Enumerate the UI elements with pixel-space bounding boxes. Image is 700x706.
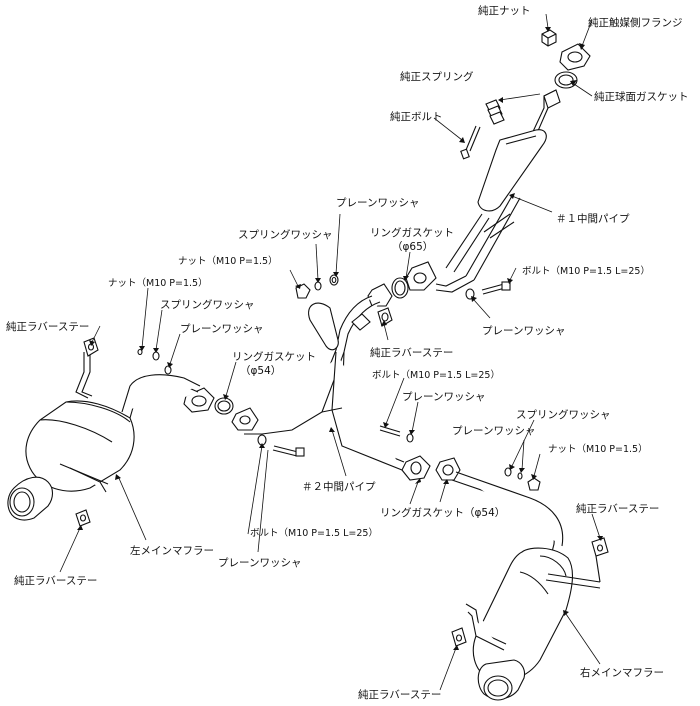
label-oem-rubber-stay-center: 純正ラバーステー <box>370 346 453 359</box>
mid-pipe-2-part <box>244 283 405 471</box>
right-bolt-set <box>465 281 511 300</box>
label-nut-m10-left: ナット（M10 P=1.5） <box>108 277 208 289</box>
label-bolt-m10-center: ボルト（M10 P=1.5 L=25） <box>372 369 500 381</box>
oem-ball-gasket-part <box>554 71 578 89</box>
label-spring-washer-right: スプリングワッシャ <box>516 408 611 421</box>
ring-gasket-65-part <box>391 277 409 299</box>
label-mid-pipe-2: ＃２中間パイプ <box>302 480 376 493</box>
label-oem-rubber-stay-left-top: 純正ラバーステー <box>6 320 89 333</box>
label-nut-m10-top: ナット（M10 P=1.5） <box>178 255 278 267</box>
right-flange-set <box>379 425 541 491</box>
label-phi-54-left: （φ54） <box>240 365 281 377</box>
label-ring-gasket-54-right: リングガスケット（φ54） <box>380 506 505 519</box>
label-oem-rubber-stay-right-bottom: 純正ラバーステー <box>358 688 441 701</box>
label-spring-washer-left: スプリングワッシャ <box>160 298 255 311</box>
left-main-muffler-part <box>7 374 201 521</box>
label-oem-ball-gasket: 純正球面ガスケット <box>594 90 689 103</box>
label-bolt-m10-bottom: ボルト（M10 P=1.5 L=25） <box>250 527 378 539</box>
label-ring-gasket-65: リングガスケット <box>370 226 454 239</box>
oem-nut-part <box>541 29 557 47</box>
label-spring-washer-top: スプリングワッシャ <box>238 228 333 241</box>
label-ring-gasket-54-left: リングガスケット <box>232 350 316 363</box>
label-oem-rubber-stay-right-top: 純正ラバーステー <box>576 502 659 515</box>
label-oem-nut: 純正ナット <box>478 4 531 17</box>
label-oem-bolt: 純正ボルト <box>390 110 443 123</box>
label-mid-pipe-1: ＃１中間パイプ <box>556 212 630 225</box>
label-plain-washer-top: プレーンワッシャ <box>336 197 419 209</box>
label-plain-washer-right: プレーンワッシャ <box>482 325 565 337</box>
right-muffler-hangers <box>451 537 609 647</box>
label-bolt-m10-right: ボルト（M10 P=1.5 L=25） <box>522 265 650 277</box>
label-oem-cat-flange: 純正触媒側フランジ <box>588 16 683 29</box>
center-bolt-set <box>257 434 305 457</box>
top-fastener-set <box>295 274 339 299</box>
oem-cat-flange-part <box>559 43 591 71</box>
label-oem-rubber-stay-left-bottom: 純正ラバーステー <box>14 574 97 587</box>
label-phi-65: （φ65） <box>392 241 433 253</box>
label-left-main-muffler: 左メインマフラー <box>130 544 214 557</box>
label-nut-m10-right: ナット（M10 P=1.5） <box>548 443 648 455</box>
label-plain-washer-left: プレーンワッシャ <box>180 323 263 335</box>
label-plain-washer-right2: プレーンワッシャ <box>452 425 535 437</box>
label-plain-washer-bottom: プレーンワッシャ <box>218 557 301 569</box>
right-main-muffler-part <box>451 471 601 701</box>
oem-rubber-stay-center-part <box>377 307 393 327</box>
leader-lines <box>59 13 603 691</box>
label-oem-spring: 純正スプリング <box>400 70 474 83</box>
oem-bolt-part <box>460 125 481 160</box>
label-plain-washer-center: プレーンワッシャ <box>402 391 485 403</box>
oem-spring-part <box>485 99 505 125</box>
label-right-main-muffler: 右メインマフラー <box>580 666 664 679</box>
mid-pipe-1-part <box>405 89 561 293</box>
